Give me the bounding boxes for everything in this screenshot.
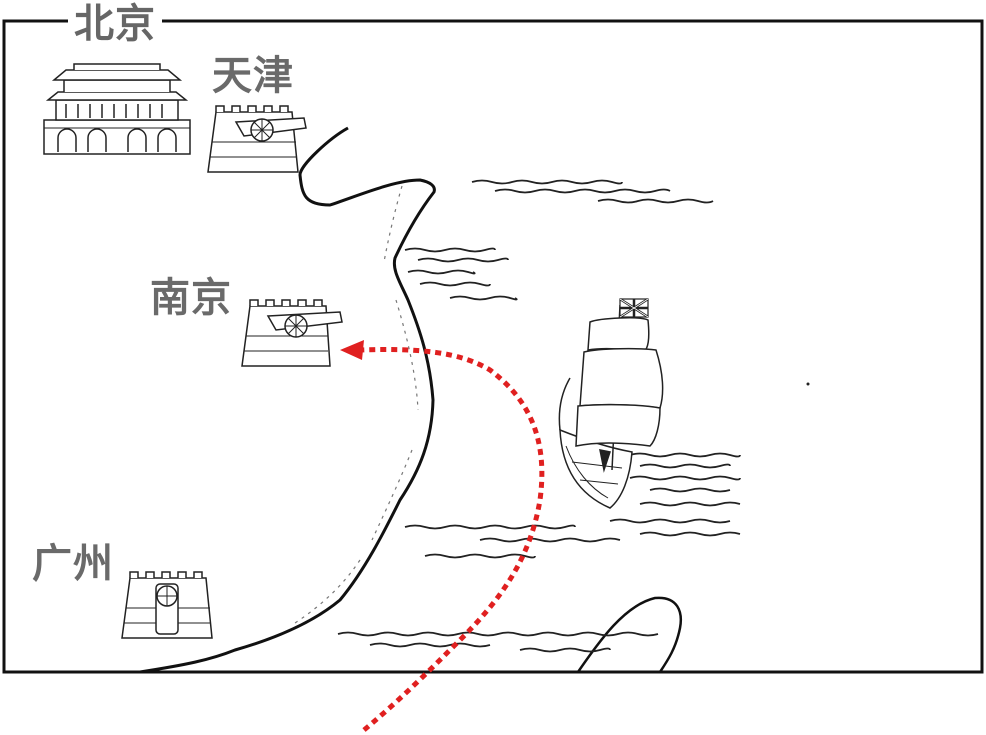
tianjin-fort-icon [207,105,307,173]
city-label-beijing: 北京 [68,4,162,44]
map-dot [806,382,810,386]
city-label-nanjing: 南京 [150,275,232,321]
nanjing-fort-icon [241,299,343,367]
route-line [359,347,545,732]
palace-gate-icon [43,63,191,155]
city-label-tianjin: 天津 [212,53,294,99]
coastline [139,126,436,674]
route-arrow-head [340,340,364,360]
map-frame [2,19,984,674]
sea-waves [337,179,741,653]
island [576,596,682,673]
british-warship-icon [558,304,664,509]
city-label-guangzhou: 广州 [32,541,114,587]
coastline-shading [291,185,419,626]
guangzhou-fort-icon [121,571,213,639]
union-jack-icon [619,297,649,319]
